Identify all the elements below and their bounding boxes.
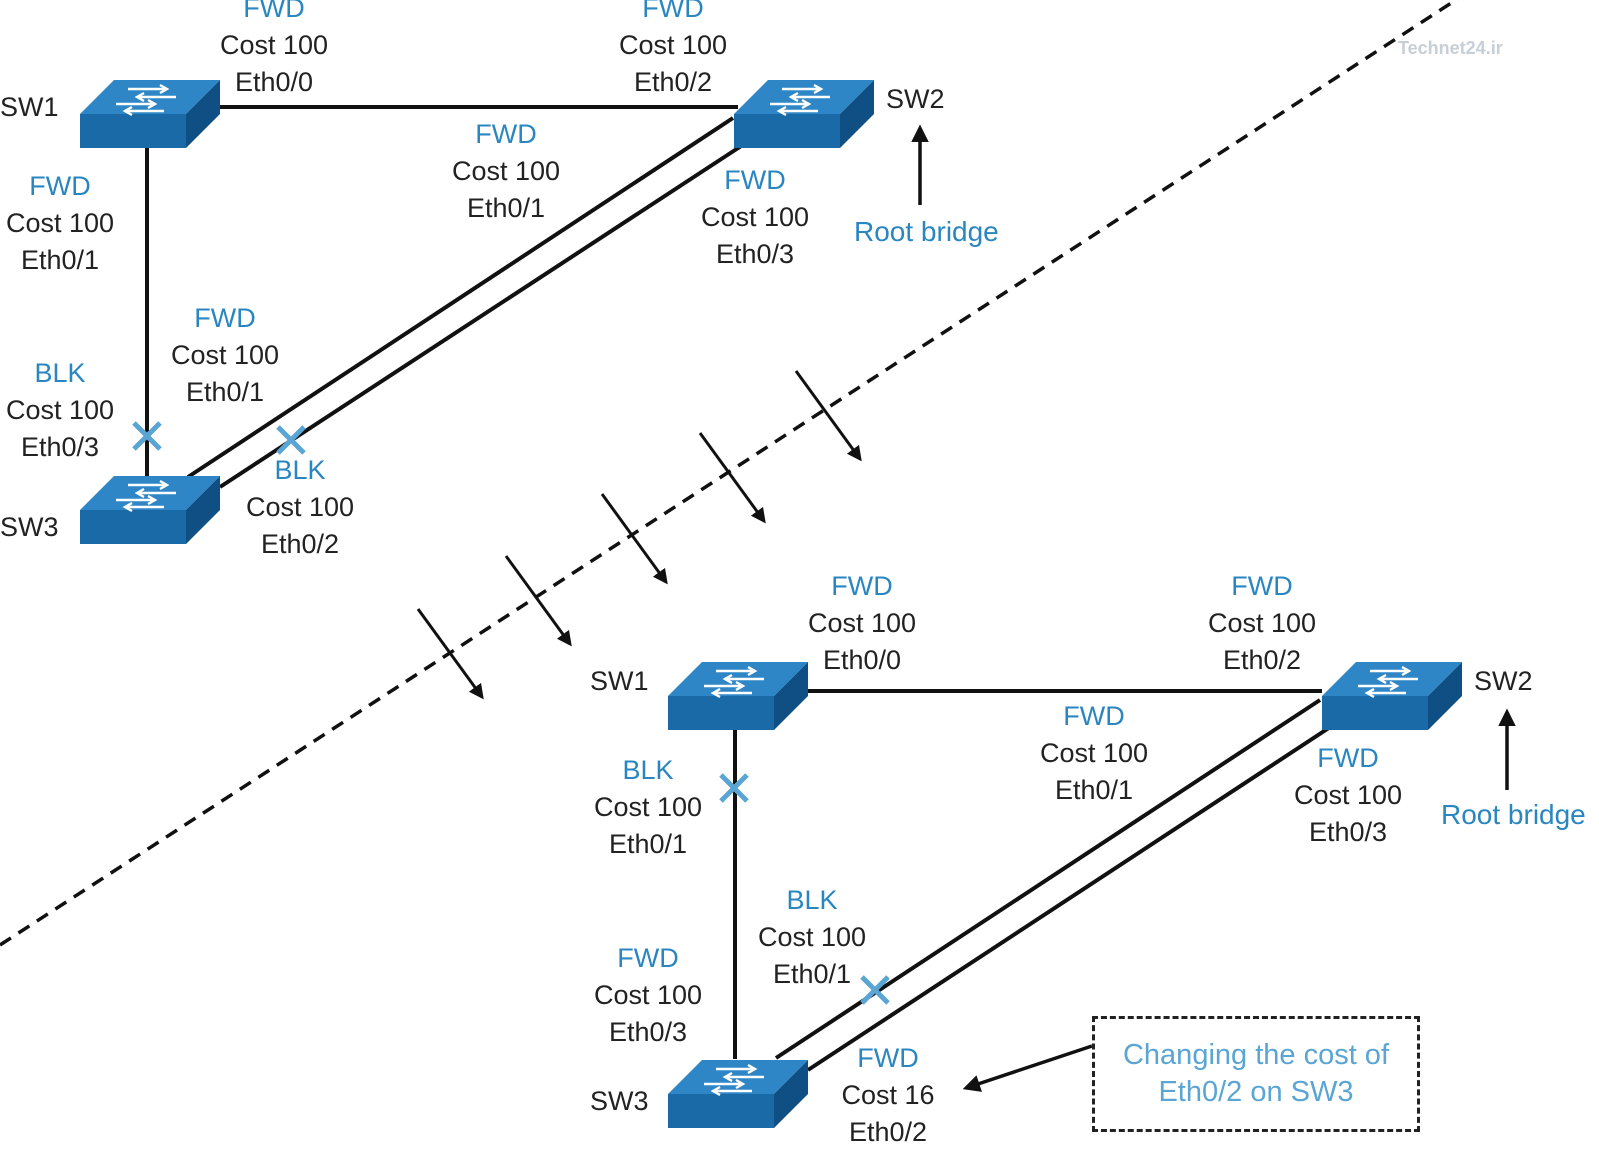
transition-arrow bbox=[416, 608, 484, 700]
port-id: Eth0/3 bbox=[20, 432, 100, 462]
blocked-markers bbox=[132, 421, 890, 1005]
port-id: Eth0/1 bbox=[772, 959, 852, 989]
port-state: FWD bbox=[1317, 743, 1379, 773]
port-id: Eth0/1 bbox=[1054, 775, 1134, 805]
port-cost: Cost 100 bbox=[593, 980, 703, 1010]
watermark: Technet24.ir bbox=[1398, 38, 1503, 58]
after-port-sw3-eth03: FWD Cost 100 Eth0/3 bbox=[558, 940, 738, 1051]
after-port-sw2-eth02: FWD Cost 100 Eth0/2 bbox=[1172, 568, 1352, 679]
port-state: FWD bbox=[1063, 701, 1125, 731]
blocked-port-x-icon bbox=[132, 421, 162, 451]
switch-icon bbox=[80, 476, 220, 544]
before-port-sw3-eth02: BLK Cost 100 Eth0/2 bbox=[210, 452, 390, 563]
after-port-sw3-eth02: FWD Cost 16 Eth0/2 bbox=[798, 1040, 978, 1151]
port-id: Eth0/1 bbox=[185, 377, 265, 407]
port-cost: Cost 100 bbox=[618, 30, 728, 60]
port-state: FWD bbox=[1231, 571, 1293, 601]
port-id: Eth0/3 bbox=[608, 1017, 688, 1047]
before-port-sw2-eth01: FWD Cost 100 Eth0/1 bbox=[416, 116, 596, 227]
port-id: Eth0/2 bbox=[260, 529, 340, 559]
separator-dashed-line bbox=[0, 0, 1460, 947]
cost-change-note: Changing the cost of Eth0/2 on SW3 bbox=[1092, 1016, 1420, 1132]
port-state: BLK bbox=[274, 455, 326, 485]
port-state: FWD bbox=[475, 119, 537, 149]
blocked-port-x-icon bbox=[719, 773, 749, 803]
transition-arrow bbox=[504, 555, 572, 647]
port-id: Eth0/1 bbox=[20, 245, 100, 275]
port-id: Eth0/2 bbox=[633, 67, 713, 97]
before-port-sw1-eth01: FWD Cost 100 Eth0/1 bbox=[0, 168, 150, 279]
port-cost: Cost 100 bbox=[170, 340, 280, 370]
note-line-2: Eth0/2 on SW3 bbox=[1158, 1076, 1354, 1108]
port-id: Eth0/1 bbox=[608, 829, 688, 859]
link-sw3-sw2-eth02 bbox=[218, 133, 760, 489]
after-port-sw3-eth01: BLK Cost 100 Eth0/1 bbox=[722, 882, 902, 993]
port-id: Eth0/0 bbox=[234, 67, 314, 97]
port-state: FWD bbox=[194, 303, 256, 333]
port-id: Eth0/0 bbox=[822, 645, 902, 675]
after-port-sw2-eth01: FWD Cost 100 Eth0/1 bbox=[1004, 698, 1184, 809]
transition-arrow bbox=[698, 432, 766, 524]
port-state: FWD bbox=[617, 943, 679, 973]
before-port-sw3-eth01: FWD Cost 100 Eth0/1 bbox=[135, 300, 315, 411]
before-links bbox=[145, 105, 760, 489]
transition-arrow bbox=[600, 493, 668, 585]
port-state: FWD bbox=[831, 571, 893, 601]
port-state: BLK bbox=[622, 755, 674, 785]
blocked-port-x-icon bbox=[276, 425, 306, 455]
port-id: Eth0/3 bbox=[715, 239, 795, 269]
port-cost: Cost 100 bbox=[807, 608, 917, 638]
port-state: FWD bbox=[243, 0, 305, 23]
port-id: Eth0/1 bbox=[466, 193, 546, 223]
after-sw1-label: SW1 bbox=[590, 666, 649, 696]
port-cost: Cost 100 bbox=[245, 492, 355, 522]
switch-icon bbox=[668, 1060, 808, 1128]
port-state: BLK bbox=[34, 358, 86, 388]
port-state: FWD bbox=[857, 1043, 919, 1073]
port-cost: Cost 100 bbox=[1207, 608, 1317, 638]
port-cost: Cost 100 bbox=[5, 395, 115, 425]
port-id: Eth0/3 bbox=[1308, 817, 1388, 847]
port-cost: Cost 100 bbox=[757, 922, 867, 952]
before-sw2-label: SW2 bbox=[886, 84, 945, 114]
port-cost: Cost 16 bbox=[841, 1080, 935, 1110]
blocked-port-x-icon bbox=[860, 975, 890, 1005]
after-root-bridge-label: Root bridge bbox=[1441, 799, 1586, 830]
link-sw3-sw2-eth02 bbox=[806, 716, 1346, 1072]
note-pointer-arrow bbox=[962, 1044, 1093, 1092]
port-id: Eth0/2 bbox=[848, 1117, 928, 1147]
port-cost: Cost 100 bbox=[5, 208, 115, 238]
before-sw3-label: SW3 bbox=[0, 512, 59, 542]
port-cost: Cost 100 bbox=[700, 202, 810, 232]
port-id: Eth0/2 bbox=[1222, 645, 1302, 675]
transition-arrow bbox=[794, 370, 862, 462]
before-port-sw2-eth02: FWD Cost 100 Eth0/2 bbox=[583, 0, 763, 101]
port-cost: Cost 100 bbox=[219, 30, 329, 60]
port-state: BLK bbox=[786, 885, 838, 915]
port-cost: Cost 100 bbox=[451, 156, 561, 186]
after-sw2-label: SW2 bbox=[1474, 666, 1533, 696]
before-sw1-label: SW1 bbox=[0, 92, 59, 122]
after-port-sw1-eth01: BLK Cost 100 Eth0/1 bbox=[558, 752, 738, 863]
after-port-sw1-eth00: FWD Cost 100 Eth0/0 bbox=[772, 568, 952, 679]
port-state: FWD bbox=[642, 0, 704, 23]
port-state: FWD bbox=[724, 165, 786, 195]
port-cost: Cost 100 bbox=[593, 792, 703, 822]
port-state: FWD bbox=[29, 171, 91, 201]
before-port-sw2-eth03: FWD Cost 100 Eth0/3 bbox=[665, 162, 845, 273]
before-port-sw3-eth03: BLK Cost 100 Eth0/3 bbox=[0, 355, 150, 466]
note-line-1: Changing the cost of bbox=[1122, 1039, 1389, 1071]
before-port-sw1-eth00: FWD Cost 100 Eth0/0 bbox=[184, 0, 364, 101]
before-root-bridge-label: Root bridge bbox=[854, 216, 999, 247]
port-cost: Cost 100 bbox=[1039, 738, 1149, 768]
link-sw3-sw2-eth01 bbox=[186, 116, 735, 479]
after-port-sw2-eth03: FWD Cost 100 Eth0/3 bbox=[1258, 740, 1438, 851]
port-cost: Cost 100 bbox=[1293, 780, 1403, 810]
transition-arrows bbox=[416, 370, 862, 700]
after-sw3-label: SW3 bbox=[590, 1086, 649, 1116]
